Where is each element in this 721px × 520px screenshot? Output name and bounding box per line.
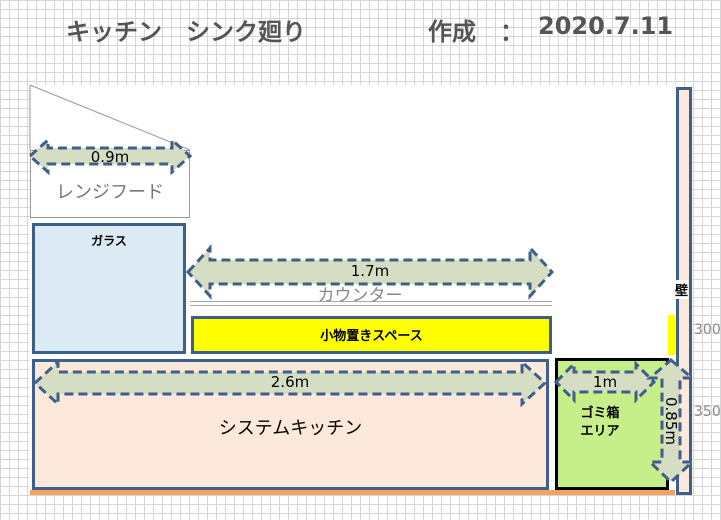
wall-label: 壁	[675, 280, 689, 299]
glass-label: ガラス	[91, 234, 127, 248]
glass-panel	[32, 223, 186, 354]
diagram-title: キッチン シンク廻り	[66, 18, 306, 46]
arrow-hood	[27, 136, 193, 176]
created-label: 作成 ：	[428, 18, 524, 46]
shelf-edge	[668, 315, 675, 355]
dim-trash-depth: 0.85m	[662, 396, 680, 445]
arrow-kitchen	[32, 358, 548, 408]
range-hood-label: レンジフード	[56, 182, 164, 203]
counter	[190, 301, 552, 306]
counter-label: カウンター	[317, 286, 403, 306]
shelf-label: 小物置きスペース	[320, 329, 423, 344]
dim-hood-width: 0.9m	[90, 148, 130, 166]
dim-counter-width: 1.7m	[350, 262, 390, 280]
dim-trash-width: 1m	[592, 373, 618, 391]
arrow-trash	[553, 360, 657, 404]
arrow-trash-depth	[645, 358, 697, 485]
trash-label: ゴミ箱 エリア	[580, 406, 620, 439]
side-mark-350: 350	[694, 404, 721, 420]
side-mark-300: 300	[694, 322, 721, 338]
floor-line	[30, 490, 675, 495]
created-date: 2020.7.11	[538, 12, 674, 40]
shelf-space	[191, 316, 552, 354]
arrow-counter	[185, 244, 555, 300]
dim-kitchen-width: 2.6m	[270, 373, 310, 391]
system-kitchen-label: システムキッチン	[218, 418, 363, 439]
